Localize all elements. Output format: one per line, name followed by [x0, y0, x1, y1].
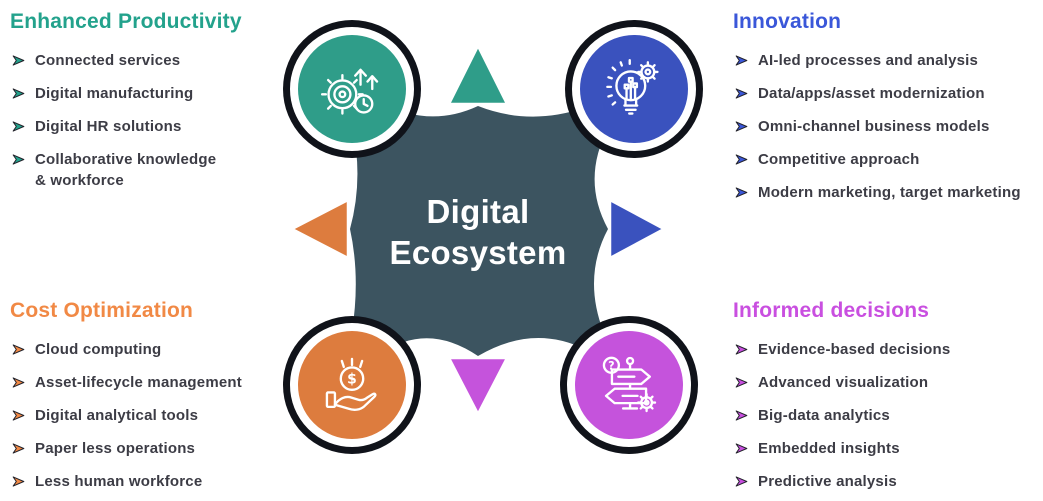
- list-item: Modern marketing, target marketing: [733, 182, 1039, 203]
- list-item: Cloud computing: [10, 339, 298, 360]
- list-item-text: Evidence-based decisions: [758, 341, 951, 358]
- list-item: Connected services: [10, 50, 282, 71]
- list-item-text: AI-led processes and analysis: [758, 52, 979, 69]
- list-item: Digital manufacturing: [10, 83, 282, 104]
- list-item: Paper less operations: [10, 438, 298, 459]
- list-item-text: Digital analytical tools: [35, 407, 199, 424]
- section-item-list: Cloud computing Asset-lifecycle manageme…: [10, 339, 298, 492]
- signpost-question-gear-icon: ?: [602, 356, 657, 413]
- arrow-bullet-icon: [735, 377, 748, 388]
- list-item: AI-led processes and analysis: [733, 50, 1039, 71]
- arrow-bullet-icon: [735, 154, 748, 165]
- section-item-list: Evidence-based decisions Advanced visual…: [733, 339, 1039, 492]
- arrow-bullet-icon: [735, 410, 748, 421]
- list-item-text: Advanced visualization: [758, 374, 929, 391]
- diagram-title-line2: Ecosystem: [389, 234, 567, 271]
- list-item: Asset-lifecycle management: [10, 372, 298, 393]
- list-item-text: Omni-channel business models: [758, 118, 990, 135]
- list-item: Embedded insights: [733, 438, 1039, 459]
- list-item: Data/apps/asset modernization: [733, 83, 1039, 104]
- list-item-text: Collaborative knowledge & workforce: [35, 151, 217, 189]
- arrow-bullet-icon: [735, 187, 748, 198]
- list-item-text: Cloud computing: [35, 341, 162, 358]
- list-item-text: Less human workforce: [35, 473, 203, 490]
- arrow-bullet-icon: [12, 55, 25, 66]
- diagram-title: Digital Ecosystem: [358, 191, 598, 273]
- section-cost-optimization: Cost Optimization Cloud computing Asset-…: [10, 297, 298, 501]
- list-item-text: Connected services: [35, 52, 181, 69]
- list-item-text: Big-data analytics: [758, 407, 890, 424]
- section-innovation: Innovation AI-led processes and analysis…: [733, 8, 1039, 215]
- triangle-down-pointer: [447, 356, 509, 416]
- list-item-text: Embedded insights: [758, 440, 900, 457]
- arrow-bullet-icon: [12, 410, 25, 421]
- list-item-text: Digital HR solutions: [35, 118, 182, 135]
- star-shape: [329, 63, 660, 412]
- question-glyph: ?: [608, 359, 615, 372]
- arrow-bullet-icon: [12, 344, 25, 355]
- section-item-list: AI-led processes and analysis Data/apps/…: [733, 50, 1039, 203]
- list-item: Advanced visualization: [733, 372, 1039, 393]
- list-item-text: Data/apps/asset modernization: [758, 85, 985, 102]
- arrow-bullet-icon: [12, 476, 25, 487]
- arrow-bullet-icon: [12, 443, 25, 454]
- section-item-list: Connected services Digital manufacturing…: [10, 50, 282, 191]
- list-item-text: Predictive analysis: [758, 473, 897, 490]
- section-title: Informed decisions: [733, 299, 930, 322]
- list-item-text: Digital manufacturing: [35, 85, 194, 102]
- list-item: Digital HR solutions: [10, 116, 282, 137]
- list-item: Predictive analysis: [733, 471, 1039, 492]
- list-item: Big-data analytics: [733, 405, 1039, 426]
- arrow-bullet-icon: [12, 154, 25, 165]
- arrow-bullet-icon: [735, 121, 748, 132]
- list-item: Collaborative knowledge & workforce: [10, 149, 282, 191]
- list-item: Less human workforce: [10, 471, 298, 492]
- triangle-left-pointer: [290, 198, 350, 260]
- cost-circle: $: [290, 323, 414, 447]
- gear-growth-clock-icon: [320, 68, 379, 115]
- list-item-text: Modern marketing, target marketing: [758, 184, 1021, 201]
- arrow-bullet-icon: [735, 88, 748, 99]
- section-title: Innovation: [733, 10, 842, 33]
- list-item: Evidence-based decisions: [733, 339, 1039, 360]
- arrow-bullet-icon: [735, 344, 748, 355]
- bulb-gear-circuit-icon: [606, 59, 659, 115]
- list-item: Competitive approach: [733, 149, 1039, 170]
- triangle-right-pointer: [608, 198, 666, 260]
- arrow-bullet-icon: [12, 377, 25, 388]
- section-title: Enhanced Productivity: [10, 10, 242, 33]
- diagram-title-line1: Digital: [426, 193, 530, 230]
- hand-dollar-coin-icon: $: [325, 357, 377, 411]
- list-item: Digital analytical tools: [10, 405, 298, 426]
- section-informed-decisions: Informed decisions Evidence-based decisi…: [733, 297, 1039, 501]
- decisions-circle: ?: [567, 323, 691, 447]
- arrow-bullet-icon: [735, 443, 748, 454]
- triangle-up-pointer: [447, 44, 509, 106]
- list-item-text: Paper less operations: [35, 440, 196, 457]
- section-enhanced-productivity: Enhanced Productivity Connected services…: [10, 8, 282, 203]
- innovation-circle: [572, 27, 696, 151]
- productivity-circle: [290, 27, 414, 151]
- list-item: Omni-channel business models: [733, 116, 1039, 137]
- arrow-bullet-icon: [735, 476, 748, 487]
- section-title: Cost Optimization: [10, 299, 194, 322]
- dollar-glyph: $: [347, 372, 357, 388]
- list-item-text: Asset-lifecycle management: [35, 374, 242, 391]
- arrow-bullet-icon: [12, 121, 25, 132]
- arrow-bullet-icon: [735, 55, 748, 66]
- list-item-text: Competitive approach: [758, 151, 920, 168]
- arrow-bullet-icon: [12, 88, 25, 99]
